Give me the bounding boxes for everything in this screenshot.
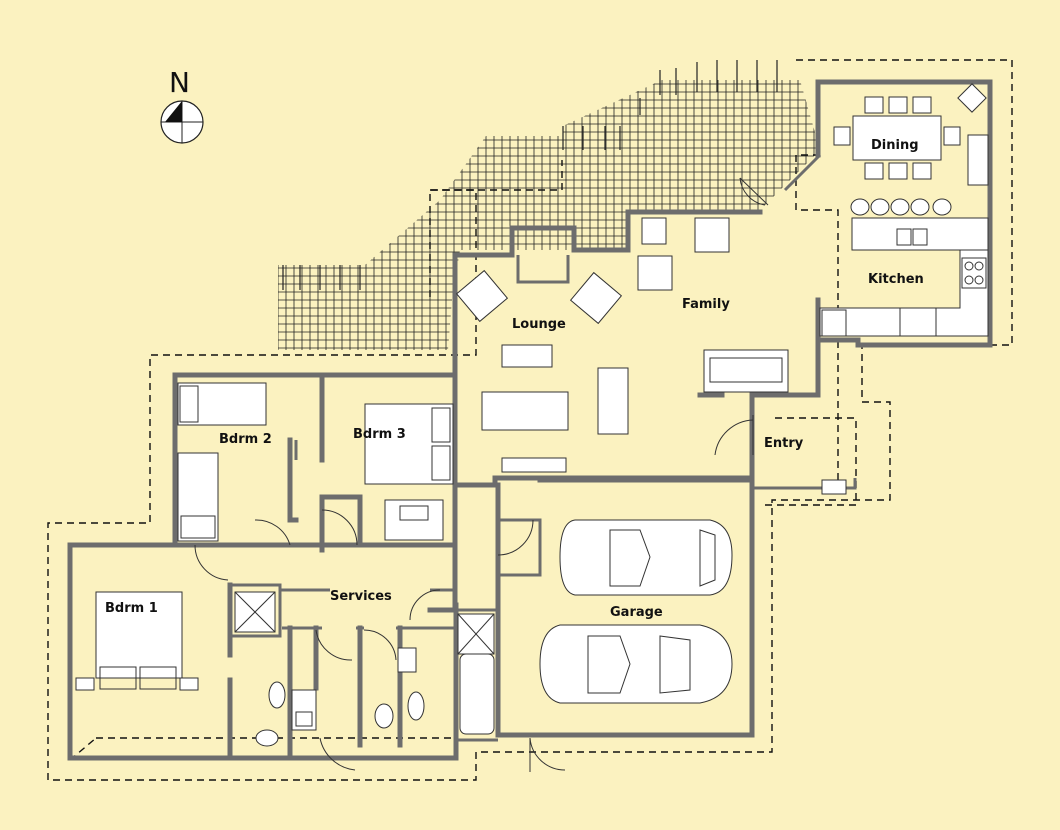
room-label-bdrm3: Bdrm 3 — [353, 427, 406, 442]
bdrm1-furniture — [75, 591, 199, 691]
basin — [407, 691, 425, 721]
walls — [67, 79, 993, 761]
armchair — [637, 255, 673, 291]
sideboard — [967, 134, 989, 186]
bdrm2-furniture — [177, 382, 267, 542]
pergola-posts — [282, 60, 778, 290]
armchair — [641, 217, 667, 245]
armchair — [694, 217, 730, 253]
dining-table — [852, 115, 942, 161]
bath-icon — [459, 653, 495, 735]
room-label-dining: Dining — [871, 138, 919, 153]
cooktop-icon — [961, 257, 987, 289]
room-label-bdrm2: Bdrm 2 — [219, 432, 272, 447]
tv-unit — [501, 457, 567, 473]
north-label: N — [169, 66, 190, 99]
toilet-icon — [374, 703, 394, 729]
basin — [268, 681, 286, 709]
garage-cars — [539, 519, 733, 704]
basin — [397, 647, 417, 673]
bdrm3-furniture — [364, 403, 454, 541]
room-label-lounge: Lounge — [512, 317, 566, 332]
room-label-family: Family — [682, 297, 730, 312]
doors — [194, 177, 769, 772]
services-fixtures — [234, 591, 495, 747]
side-sofa — [597, 367, 629, 435]
dining-furniture — [833, 83, 989, 186]
kitchen-counter — [819, 249, 989, 337]
bed-icon — [177, 382, 267, 426]
toilet-icon — [255, 729, 279, 747]
bed-icon — [177, 452, 219, 542]
entry-planter — [821, 479, 847, 495]
plant-stand — [957, 83, 987, 113]
bed-icon — [95, 591, 183, 679]
north-compass-icon — [160, 100, 204, 144]
fridge — [821, 309, 847, 337]
armchair — [569, 271, 623, 325]
armchair — [455, 269, 509, 323]
family-furniture — [637, 217, 789, 393]
kitchen-furniture — [819, 198, 989, 337]
room-label-bdrm1: Bdrm 1 — [105, 601, 158, 616]
bed-icon — [364, 403, 454, 485]
room-label-services: Services — [330, 589, 392, 604]
coffee-table — [501, 344, 553, 368]
car-icon — [559, 519, 733, 596]
room-label-entry: Entry — [764, 436, 804, 451]
sofa-icon — [703, 349, 789, 393]
lounge-table — [481, 391, 569, 431]
room-label-garage: Garage — [610, 605, 663, 620]
lounge-furniture — [455, 269, 629, 473]
car-icon — [539, 624, 733, 704]
room-label-kitchen: Kitchen — [868, 272, 924, 287]
